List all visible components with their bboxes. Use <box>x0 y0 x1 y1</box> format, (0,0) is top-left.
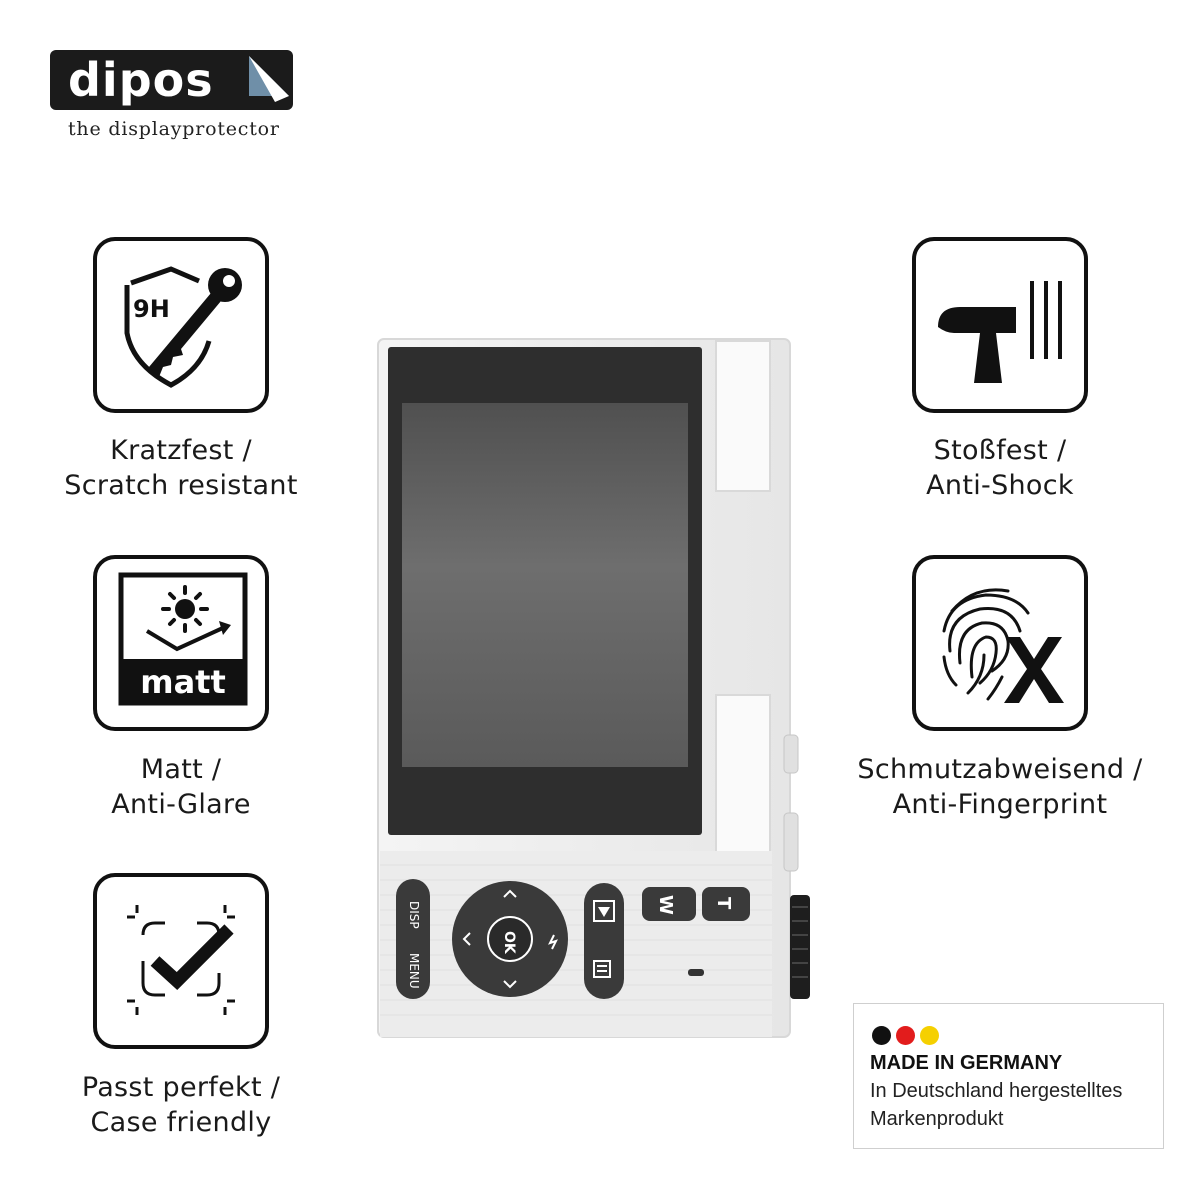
disp-button-label: DISP <box>407 901 421 929</box>
feature-caption-line: Case friendly <box>90 1107 272 1138</box>
sun-matt-icon: matt <box>118 572 248 706</box>
zoom-tele-button[interactable] <box>702 887 750 921</box>
zoom-tele-label: T <box>713 897 734 910</box>
brand-logo-wordmark: dipos <box>68 53 214 107</box>
flag-dot-red <box>896 1026 915 1045</box>
feature-caption-line: Passt perfekt / <box>81 1072 281 1103</box>
fingerprint-x-icon <box>942 588 1064 703</box>
logo-peel-icon <box>249 56 289 102</box>
feature-caption-line: Scratch resistant <box>64 470 298 501</box>
feature-caption-fingerprint: Schmutzabweisend / Anti-Fingerprint <box>840 752 1160 822</box>
zoom-wide-label: W <box>655 895 676 915</box>
feature-caption-shock: Stoßfest / Anti-Shock <box>840 433 1160 503</box>
feature-caption-line: Anti-Shock <box>926 470 1074 501</box>
menu-button-label: MENU <box>407 953 421 989</box>
flag-dot-gold <box>920 1026 939 1045</box>
feature-caption-line: Stoßfest / <box>933 435 1067 466</box>
shield-key-9h-icon: 9H <box>124 266 242 388</box>
feature-caption-case: Passt perfekt / Case friendly <box>21 1070 341 1140</box>
svg-text:9H: 9H <box>133 295 170 323</box>
flag-dot-black <box>872 1026 891 1045</box>
feature-caption-line: Anti-Glare <box>111 789 251 820</box>
hammer-icon <box>938 281 1062 383</box>
made-in-germany-title: MADE IN GERMANY <box>870 1052 1063 1074</box>
feature-caption-line: Kratzfest / <box>110 435 252 466</box>
feature-caption-scratch: Kratzfest / Scratch resistant <box>21 433 341 503</box>
feature-caption-line: Schmutzabweisend / <box>857 754 1143 785</box>
feature-tile-shock <box>912 237 1088 413</box>
zoom-wide-button[interactable] <box>642 887 696 921</box>
made-in-germany-badge: MADE IN GERMANY In Deutschland hergestel… <box>853 1003 1164 1149</box>
feature-tile-fingerprint <box>912 555 1088 731</box>
feature-tile-matt: matt <box>93 555 269 731</box>
feature-caption-line: Matt / <box>140 754 222 785</box>
disp-menu-rocker[interactable] <box>396 879 430 999</box>
feature-tile-scratch: 9H <box>93 237 269 413</box>
ok-button[interactable] <box>487 916 533 962</box>
made-in-germany-line-1: In Deutschland hergestelltes <box>870 1080 1123 1102</box>
feature-tile-case <box>93 873 269 1049</box>
ok-button-label: OK <box>501 931 517 955</box>
camera-product-image: DISP MENU OK W T <box>377 338 810 1038</box>
feature-caption-line: Anti-Fingerprint <box>892 789 1108 820</box>
made-in-germany-line-2: Markenprodukt <box>870 1108 1004 1130</box>
checkmark-frame-icon <box>127 905 235 1015</box>
mode-dial[interactable] <box>790 895 810 999</box>
feature-caption-matt: Matt / Anti-Glare <box>21 752 341 822</box>
svg-text:matt: matt <box>140 663 226 701</box>
brand-tagline: the displayprotector <box>68 118 280 140</box>
